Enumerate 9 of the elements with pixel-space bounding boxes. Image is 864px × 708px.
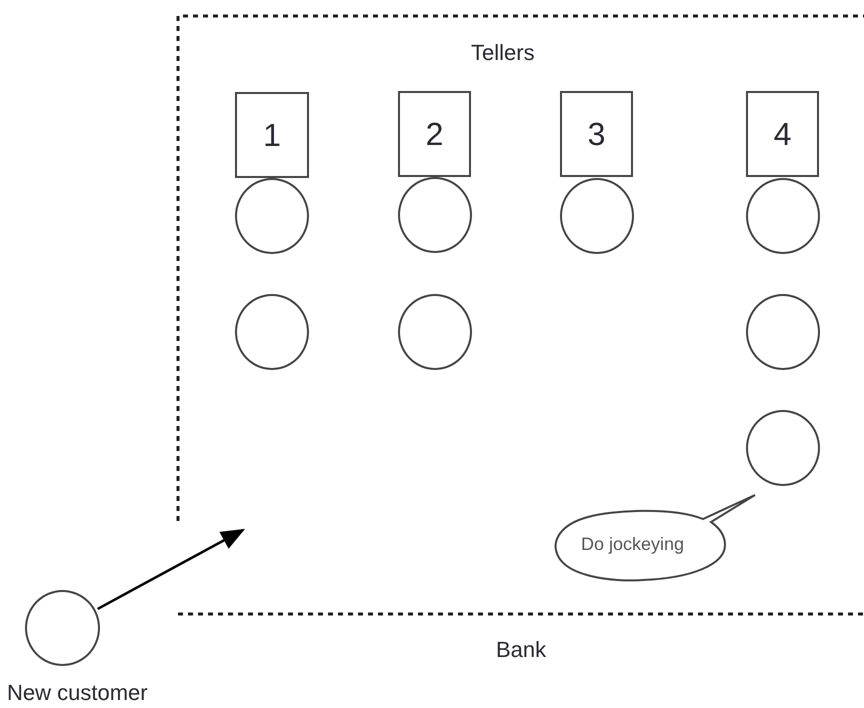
arrow: [97, 528, 246, 610]
tellers-label: Tellers: [471, 40, 535, 66]
teller-box: 1: [235, 92, 309, 178]
teller-box: 3: [560, 91, 633, 177]
bubble-text: Do jockeying: [581, 534, 684, 555]
node-label: New customer: [7, 680, 148, 706]
teller-box: 4: [746, 91, 819, 177]
teller-box: 2: [398, 91, 471, 177]
region-label: Bank: [496, 637, 546, 663]
